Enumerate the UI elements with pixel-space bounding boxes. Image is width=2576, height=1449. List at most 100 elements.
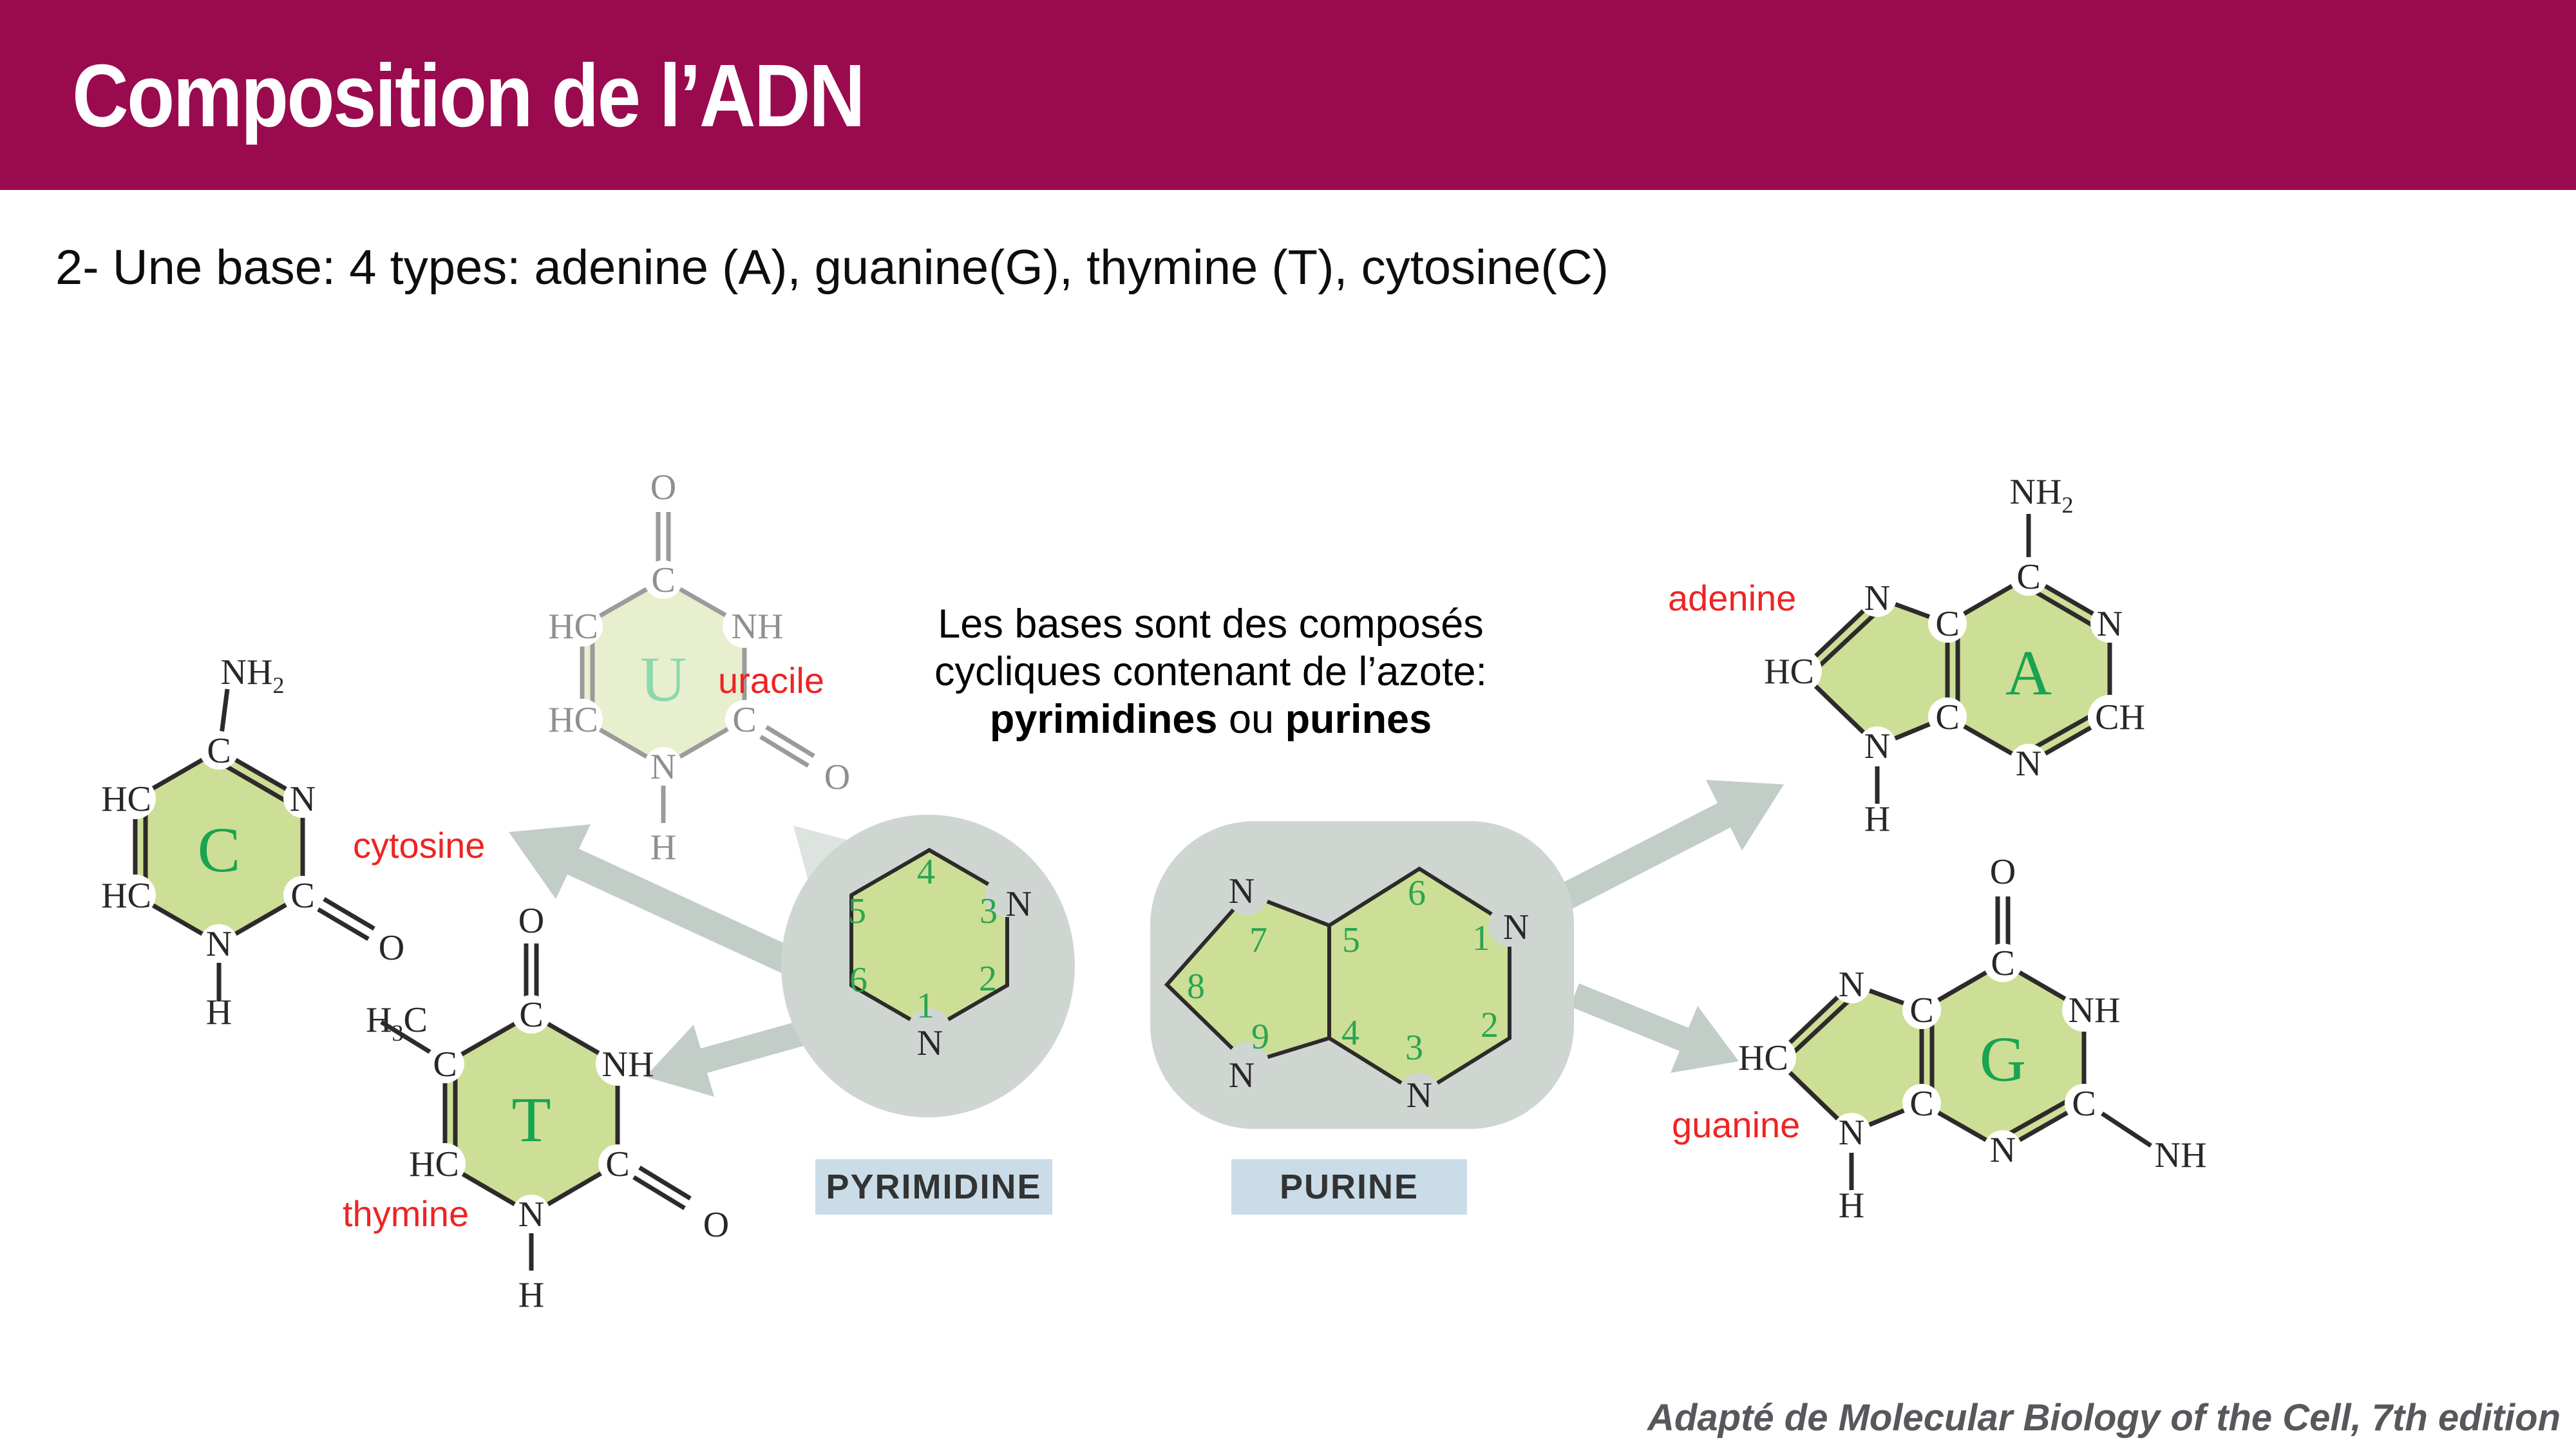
atom-fusion-bottom: C <box>1909 1084 1933 1124</box>
ext-nh-bond <box>2101 1112 2152 1148</box>
double-bond-inner <box>1815 611 1879 670</box>
pyrimidine-n3-label: N <box>1006 884 1032 924</box>
amine-bond <box>218 688 230 740</box>
atom-top: C <box>651 560 675 600</box>
pyrimidine-box: PYRIMIDINE <box>815 1159 1052 1215</box>
ring-number-3: 3 <box>1405 1028 1423 1068</box>
atom-lower-left: HC <box>409 1144 459 1184</box>
ring-number-1: 1 <box>916 986 934 1026</box>
oxygen-top-label: O <box>1990 852 2016 892</box>
ring-number-5: 5 <box>848 891 866 931</box>
cytosine-structure: NH2 C N C O N H HC HC C <box>101 652 404 1032</box>
ring-number-5: 5 <box>1342 920 1360 960</box>
ring-number-3: 3 <box>980 891 998 931</box>
pyrimidine-box-label: PYRIMIDINE <box>826 1168 1042 1206</box>
adenine-structure: NH2 C N CH N C C N HC N H A <box>1764 472 2145 839</box>
ring-number-9: 9 <box>1251 1017 1269 1057</box>
atom-fusion-top: C <box>1935 604 1959 644</box>
atom-lower-right: CH <box>2095 697 2145 737</box>
adenine-bonds <box>1815 514 2096 804</box>
adenine-label: adenine <box>1668 578 1797 618</box>
double-bond-inner <box>1790 997 1853 1056</box>
purine-n7-label: N <box>1229 871 1255 911</box>
atom-bottom: N <box>650 747 676 787</box>
atom-lower-right: C <box>290 876 314 916</box>
pyrimidine-n1-label: N <box>917 1023 943 1063</box>
cytosine-label: cytosine <box>353 825 486 866</box>
atom-fusion-top: C <box>1909 990 1933 1030</box>
atom-n7: N <box>1839 965 1864 1005</box>
uracile-label: uracile <box>718 660 824 701</box>
center-line-2: cycliques contenant de l’azote: <box>934 649 1488 694</box>
purine-skeleton-diagram: N N N N 6 1 5 7 8 9 4 2 3 <box>1150 821 1574 1129</box>
hydrogen-label: H <box>1839 1186 1864 1226</box>
oxygen-top-label: O <box>518 901 544 941</box>
ring-number-8: 8 <box>1187 967 1205 1007</box>
atom-lower-right: C <box>2072 1084 2096 1124</box>
carbonyl-bond <box>317 907 370 942</box>
center-paragraph: Les bases sont des composés cycliques co… <box>857 600 1565 743</box>
atom-bottom: N <box>518 1195 544 1235</box>
atom-upper-right: N <box>290 779 316 819</box>
thymine-structure: O H3C C NH C O N H HC C T <box>366 901 729 1315</box>
purine-box-label: PURINE <box>1279 1168 1419 1206</box>
atom-lower-right: C <box>605 1144 629 1184</box>
ring-number-7: 7 <box>1249 920 1267 960</box>
adenine-atom-gaps <box>1778 557 2132 782</box>
atom-n9: N <box>1864 726 1890 766</box>
header-bar: Composition de l’ADN <box>0 0 2576 190</box>
atom-top: C <box>2016 557 2040 597</box>
atom-upper-right: NH <box>602 1045 654 1084</box>
arrow-to-adenine <box>1552 780 1784 913</box>
atom-gap <box>1398 1073 1441 1115</box>
ring-number-1: 1 <box>1472 918 1490 958</box>
atom-upper-left: HC <box>101 779 151 819</box>
atom-upper-right: NH <box>2069 990 2121 1030</box>
cytosine-atom-gaps <box>115 731 322 963</box>
atom-upper-right: NH <box>732 607 784 647</box>
atom-c8: HC <box>1738 1038 1788 1078</box>
adenine-pentagon <box>1796 594 1950 749</box>
carbonyl-bond <box>765 725 815 758</box>
carbonyl-bond <box>638 1166 692 1200</box>
atom-bottom: N <box>206 924 232 964</box>
uracile-structure: O C NH C O N H HC HC U <box>548 468 850 867</box>
uracile-bonds <box>590 512 815 823</box>
double-bond-inner <box>2006 1097 2070 1137</box>
methyl-bond <box>380 1020 436 1057</box>
ring-number-6: 6 <box>1408 873 1426 913</box>
atom-bottom: N <box>2016 744 2041 784</box>
arrow-to-cytosine <box>509 824 869 1008</box>
conjunction: ou <box>1228 697 1274 742</box>
arrow-to-guanine <box>1570 983 1739 1073</box>
atom-fusion-bottom: C <box>1935 697 1959 737</box>
purine-box: PURINE <box>1231 1159 1467 1215</box>
atom-gap <box>1226 873 1269 915</box>
atom-lower-right: C <box>732 700 756 740</box>
methyl-label: H3C <box>366 1000 428 1046</box>
double-bond-inner <box>2032 711 2096 751</box>
ring-number-6: 6 <box>849 960 867 1000</box>
center-line-1: Les bases sont des composés <box>938 601 1484 647</box>
center-line-3: pyrimidines ou purines <box>857 696 1565 743</box>
hydrogen-label: H <box>518 1275 544 1315</box>
ring-number-2: 2 <box>979 959 997 999</box>
ext-nh-label: NH <box>2155 1135 2207 1175</box>
thymine-bonds <box>380 943 692 1271</box>
oxygen-label: O <box>824 757 850 797</box>
oxygen-top-label: O <box>650 468 676 507</box>
amine-label: NH2 <box>2010 472 2074 518</box>
atom-gap <box>985 873 1029 917</box>
atom-gap <box>1226 1042 1269 1084</box>
double-bond-inner <box>2032 588 2096 629</box>
purine-n1-label: N <box>1503 907 1529 947</box>
hydrogen-label: H <box>1864 799 1890 839</box>
carbonyl-bond <box>632 1175 686 1210</box>
cytosine-bonds <box>143 688 375 1001</box>
oxygen-label: O <box>703 1205 729 1245</box>
atom-gap <box>907 1009 951 1052</box>
uracile-atom-gaps <box>562 560 766 786</box>
atom-upper-left: HC <box>548 607 598 647</box>
footer-credit: Adapté de Molecular Biology of the Cell,… <box>1647 1397 2561 1439</box>
